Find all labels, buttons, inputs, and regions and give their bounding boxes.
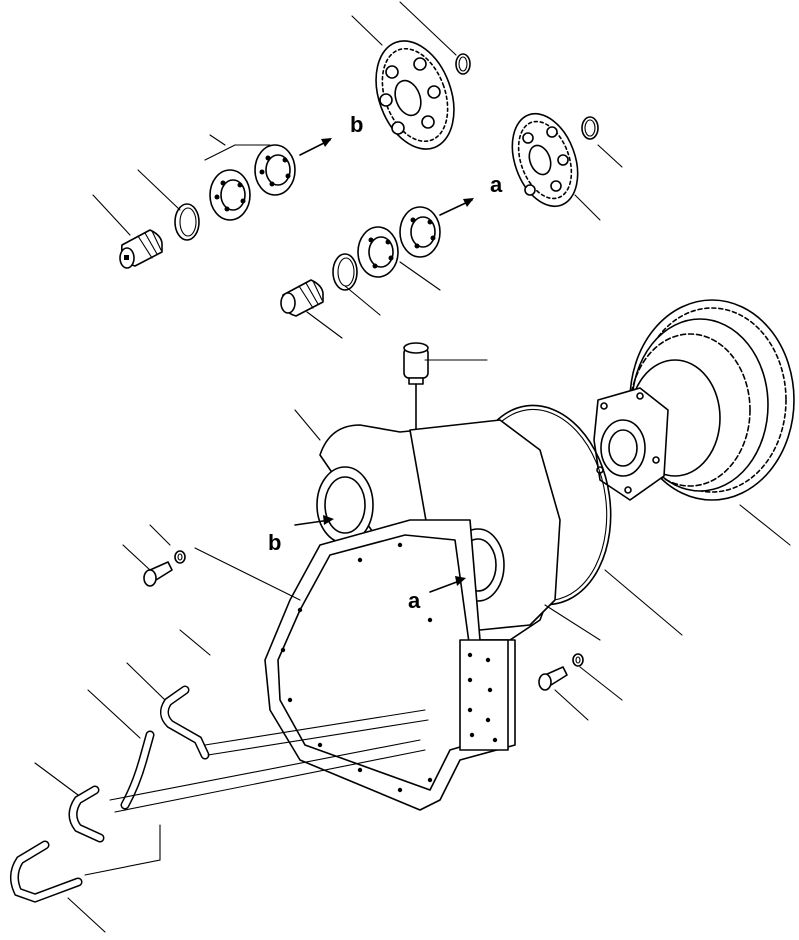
upper-arrow-head xyxy=(321,138,332,147)
upper-bearing-icon xyxy=(254,144,296,196)
sensor-icon xyxy=(403,342,429,461)
right-bolt-icon xyxy=(538,666,568,691)
right-washer-icon xyxy=(572,653,584,667)
lower-arrow-label: a xyxy=(490,172,503,197)
leader-lines xyxy=(34,1,791,933)
lower-shaft-icon xyxy=(280,279,324,317)
left-bolt-icon xyxy=(143,561,173,587)
lower-bearing-2-icon xyxy=(357,226,399,278)
upper-bearing-2-icon xyxy=(209,169,251,221)
transmission-case xyxy=(264,419,561,811)
case-bore-b-label: b xyxy=(268,530,281,555)
cover-plate xyxy=(459,639,509,751)
lower-snap-ring-2-icon xyxy=(332,253,358,291)
pipe-lines xyxy=(84,709,429,876)
upper-shaft-icon xyxy=(119,229,163,269)
upper-snap-ring-2-icon xyxy=(174,203,200,241)
case-bore-a-label: a xyxy=(408,588,421,613)
upper-gear-icon xyxy=(375,40,455,150)
hose-4-icon xyxy=(68,785,105,843)
lower-bearing-icon xyxy=(399,206,441,258)
hose-2-icon xyxy=(160,685,210,760)
lower-snap-ring-icon xyxy=(581,116,599,140)
upper-snap-ring-icon xyxy=(455,53,471,75)
torque-converter-icon xyxy=(593,299,795,501)
hose-3-icon xyxy=(120,730,155,810)
hose-5-icon xyxy=(10,840,83,903)
left-washer-icon xyxy=(174,550,186,564)
upper-arrow-label: b xyxy=(350,112,363,137)
hose-1-icon xyxy=(192,647,228,708)
lower-arrow-head xyxy=(463,198,474,207)
lower-gear-icon xyxy=(511,112,579,208)
